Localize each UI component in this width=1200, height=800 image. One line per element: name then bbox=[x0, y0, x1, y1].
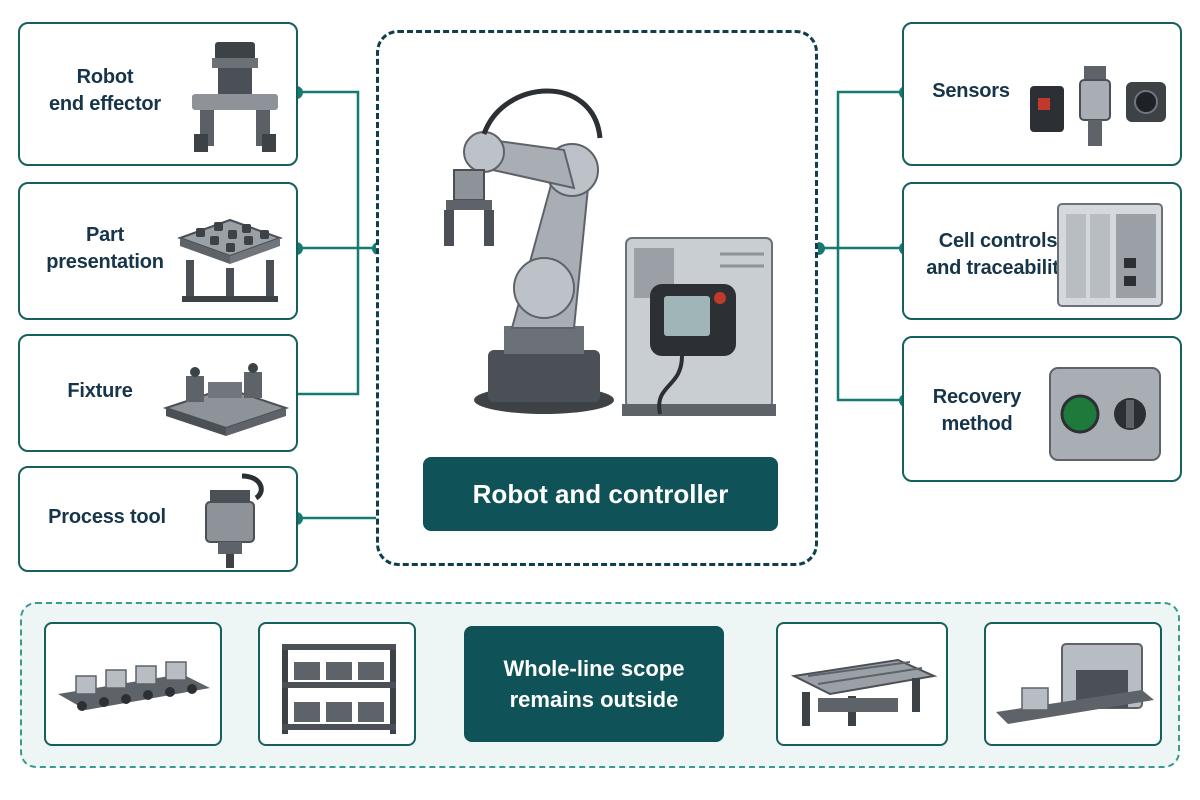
line-equipment-transfer-table bbox=[776, 622, 948, 746]
component-label: Fixture bbox=[67, 380, 133, 402]
component-label: Sensors bbox=[932, 80, 1010, 102]
component-label: Process tool bbox=[48, 506, 166, 528]
gripper-icon bbox=[192, 42, 278, 152]
sensor-icon bbox=[1030, 66, 1166, 146]
push-button-icon bbox=[1049, 367, 1161, 461]
spindle-icon bbox=[205, 473, 264, 568]
line-equipment-inspection-tunnel bbox=[984, 622, 1162, 746]
transfer-table-icon bbox=[790, 658, 938, 726]
fixture-icon bbox=[162, 363, 290, 436]
control-cabinet-icon bbox=[1057, 203, 1163, 307]
component-sensors: Sensors bbox=[902, 22, 1182, 166]
part-tray-icon bbox=[177, 218, 283, 302]
component-process-tool: Process tool bbox=[18, 466, 298, 572]
component-fixture: Fixture bbox=[18, 334, 298, 452]
line-equipment-rack bbox=[258, 622, 416, 746]
storage-rack-icon bbox=[282, 644, 396, 734]
conveyor-icon bbox=[58, 661, 210, 711]
line-equipment-conveyor bbox=[44, 622, 222, 746]
robot-and-controller-label: Robot and controller bbox=[423, 457, 778, 531]
robot-arm-with-controller-icon bbox=[444, 88, 776, 416]
inspection-tunnel-icon bbox=[996, 643, 1154, 724]
